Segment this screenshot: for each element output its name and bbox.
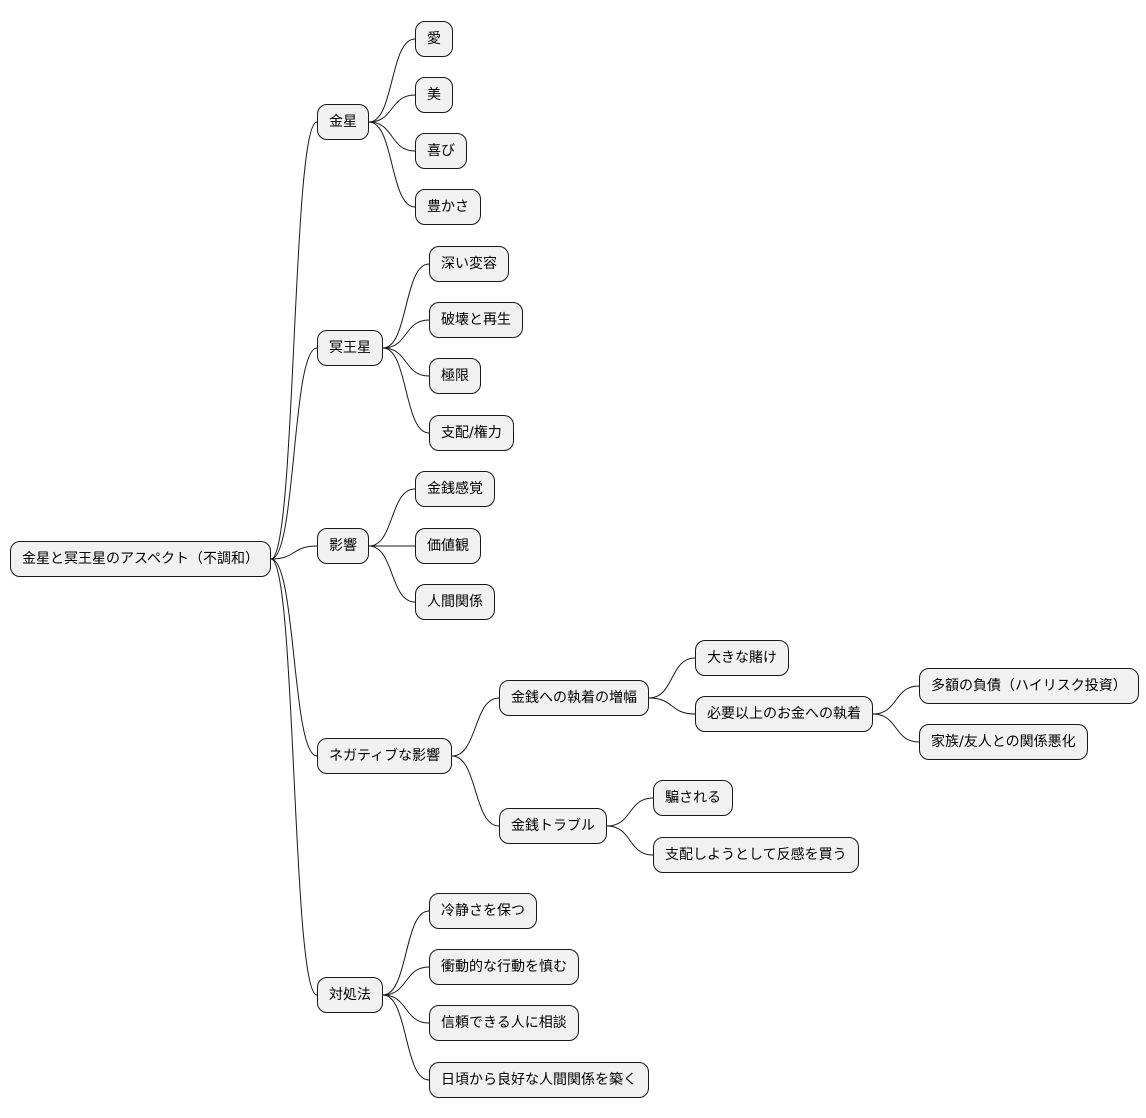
leaf-destruction-rebirth: 破壊と再生 [429,302,523,338]
leaf-deep-transformation: 深い変容 [429,246,509,282]
connector-n-3-0-1-0 [872,685,920,715]
leaf-big-gamble: 大きな賭け [695,640,789,676]
leaf-relationship-worsening: 家族/友人との関係悪化 [919,724,1088,760]
connector-n-1 [270,347,318,560]
leaf-control-power: 支配/権力 [429,415,514,451]
connector-n-1-3 [382,347,430,434]
connector-n-1-1 [382,319,430,349]
connector-n-3-0-1 [648,697,696,715]
leaf-love: 愛 [415,21,453,57]
leaf-consult-trusted-person: 信頼できる人に相談 [429,1005,579,1041]
leaf-backlash-from-control: 支配しようとして反感を買う [653,837,859,873]
leaf-values: 価値観 [415,528,481,564]
leaf-money-sense: 金銭感覚 [415,471,495,507]
connector-n-3 [270,558,318,757]
leaf-large-debt: 多額の負債（ハイリスク投資） [919,668,1139,704]
connector-n-0-2 [368,121,416,152]
node-money-obsession-amplified: 金銭への執着の増幅 [499,680,649,716]
leaf-avoid-impulsive-actions: 衝動的な行動を慎む [429,949,579,985]
connector-n-0 [270,121,318,560]
leaf-beauty: 美 [415,77,453,113]
branch-pluto: 冥王星 [317,330,383,366]
connector-n-3-1-1 [606,825,654,856]
connector-n-4-0 [382,910,430,996]
connector-n-3-1 [451,755,500,827]
connector-n-4-2 [382,994,430,1024]
leaf-build-good-relationships: 日頃から良好な人間関係を築く [429,1062,649,1098]
branch-countermeasures: 対処法 [317,977,383,1013]
node-money-trouble: 金銭トラブル [499,808,607,844]
connector-n-3-0-0 [648,657,696,699]
connector-n-0-1 [368,94,416,123]
connector-n-1-0 [382,263,430,349]
leaf-stay-calm: 冷静さを保つ [429,893,537,929]
connector-n-2 [270,545,318,560]
node-excessive-money-obsession: 必要以上のお金への執着 [695,696,873,732]
leaf-abundance: 豊かさ [415,189,481,225]
leaf-joy: 喜び [415,133,467,169]
connector-n-0-0 [368,38,416,123]
connector-n-1-2 [382,347,430,377]
connector-n-3-1-0 [606,797,654,827]
connector-n-2-0 [368,488,416,547]
connector-n-3-0-1-1 [872,713,920,743]
leaf-extreme: 極限 [429,358,481,394]
connector-n-4 [270,558,318,996]
connector-n-0-3 [368,121,416,208]
connector-n-4-3 [382,994,430,1081]
connector-n-4-1 [382,966,430,996]
leaf-being-deceived: 騙される [653,780,733,816]
branch-negative-influence: ネガティブな影響 [317,738,453,774]
connector-n-3-0 [451,697,500,757]
connector-n-2-2 [368,545,416,603]
branch-venus: 金星 [317,104,369,140]
root-node: 金星と冥王星のアスペクト（不調和） [10,541,272,577]
leaf-relationships: 人間関係 [415,584,495,620]
branch-influence: 影響 [317,528,369,564]
